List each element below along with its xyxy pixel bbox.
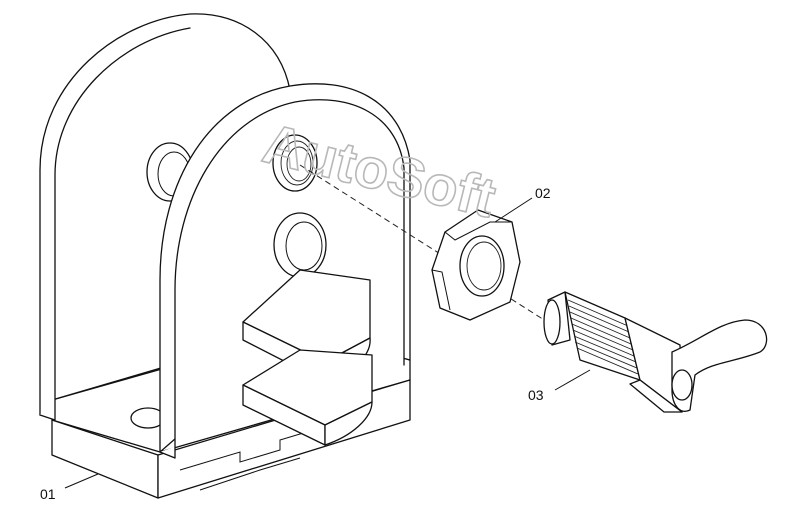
part-02-nut [431, 209, 521, 321]
assembly-axis [299, 164, 561, 331]
wing-handle [671, 319, 768, 412]
clamp-jaws [242, 269, 373, 446]
part-03-threaded-bolt [543, 291, 768, 413]
callout-label-02: 02 [535, 185, 551, 201]
callout-01: 01 [40, 473, 99, 502]
callout-label-01: 01 [40, 486, 56, 502]
rear-plate-edge [39, 27, 191, 421]
callout-02: 02 [494, 185, 551, 223]
callout-03: 03 [528, 369, 591, 403]
callout-label-03: 03 [528, 387, 544, 403]
front-threaded-hole [272, 134, 318, 192]
